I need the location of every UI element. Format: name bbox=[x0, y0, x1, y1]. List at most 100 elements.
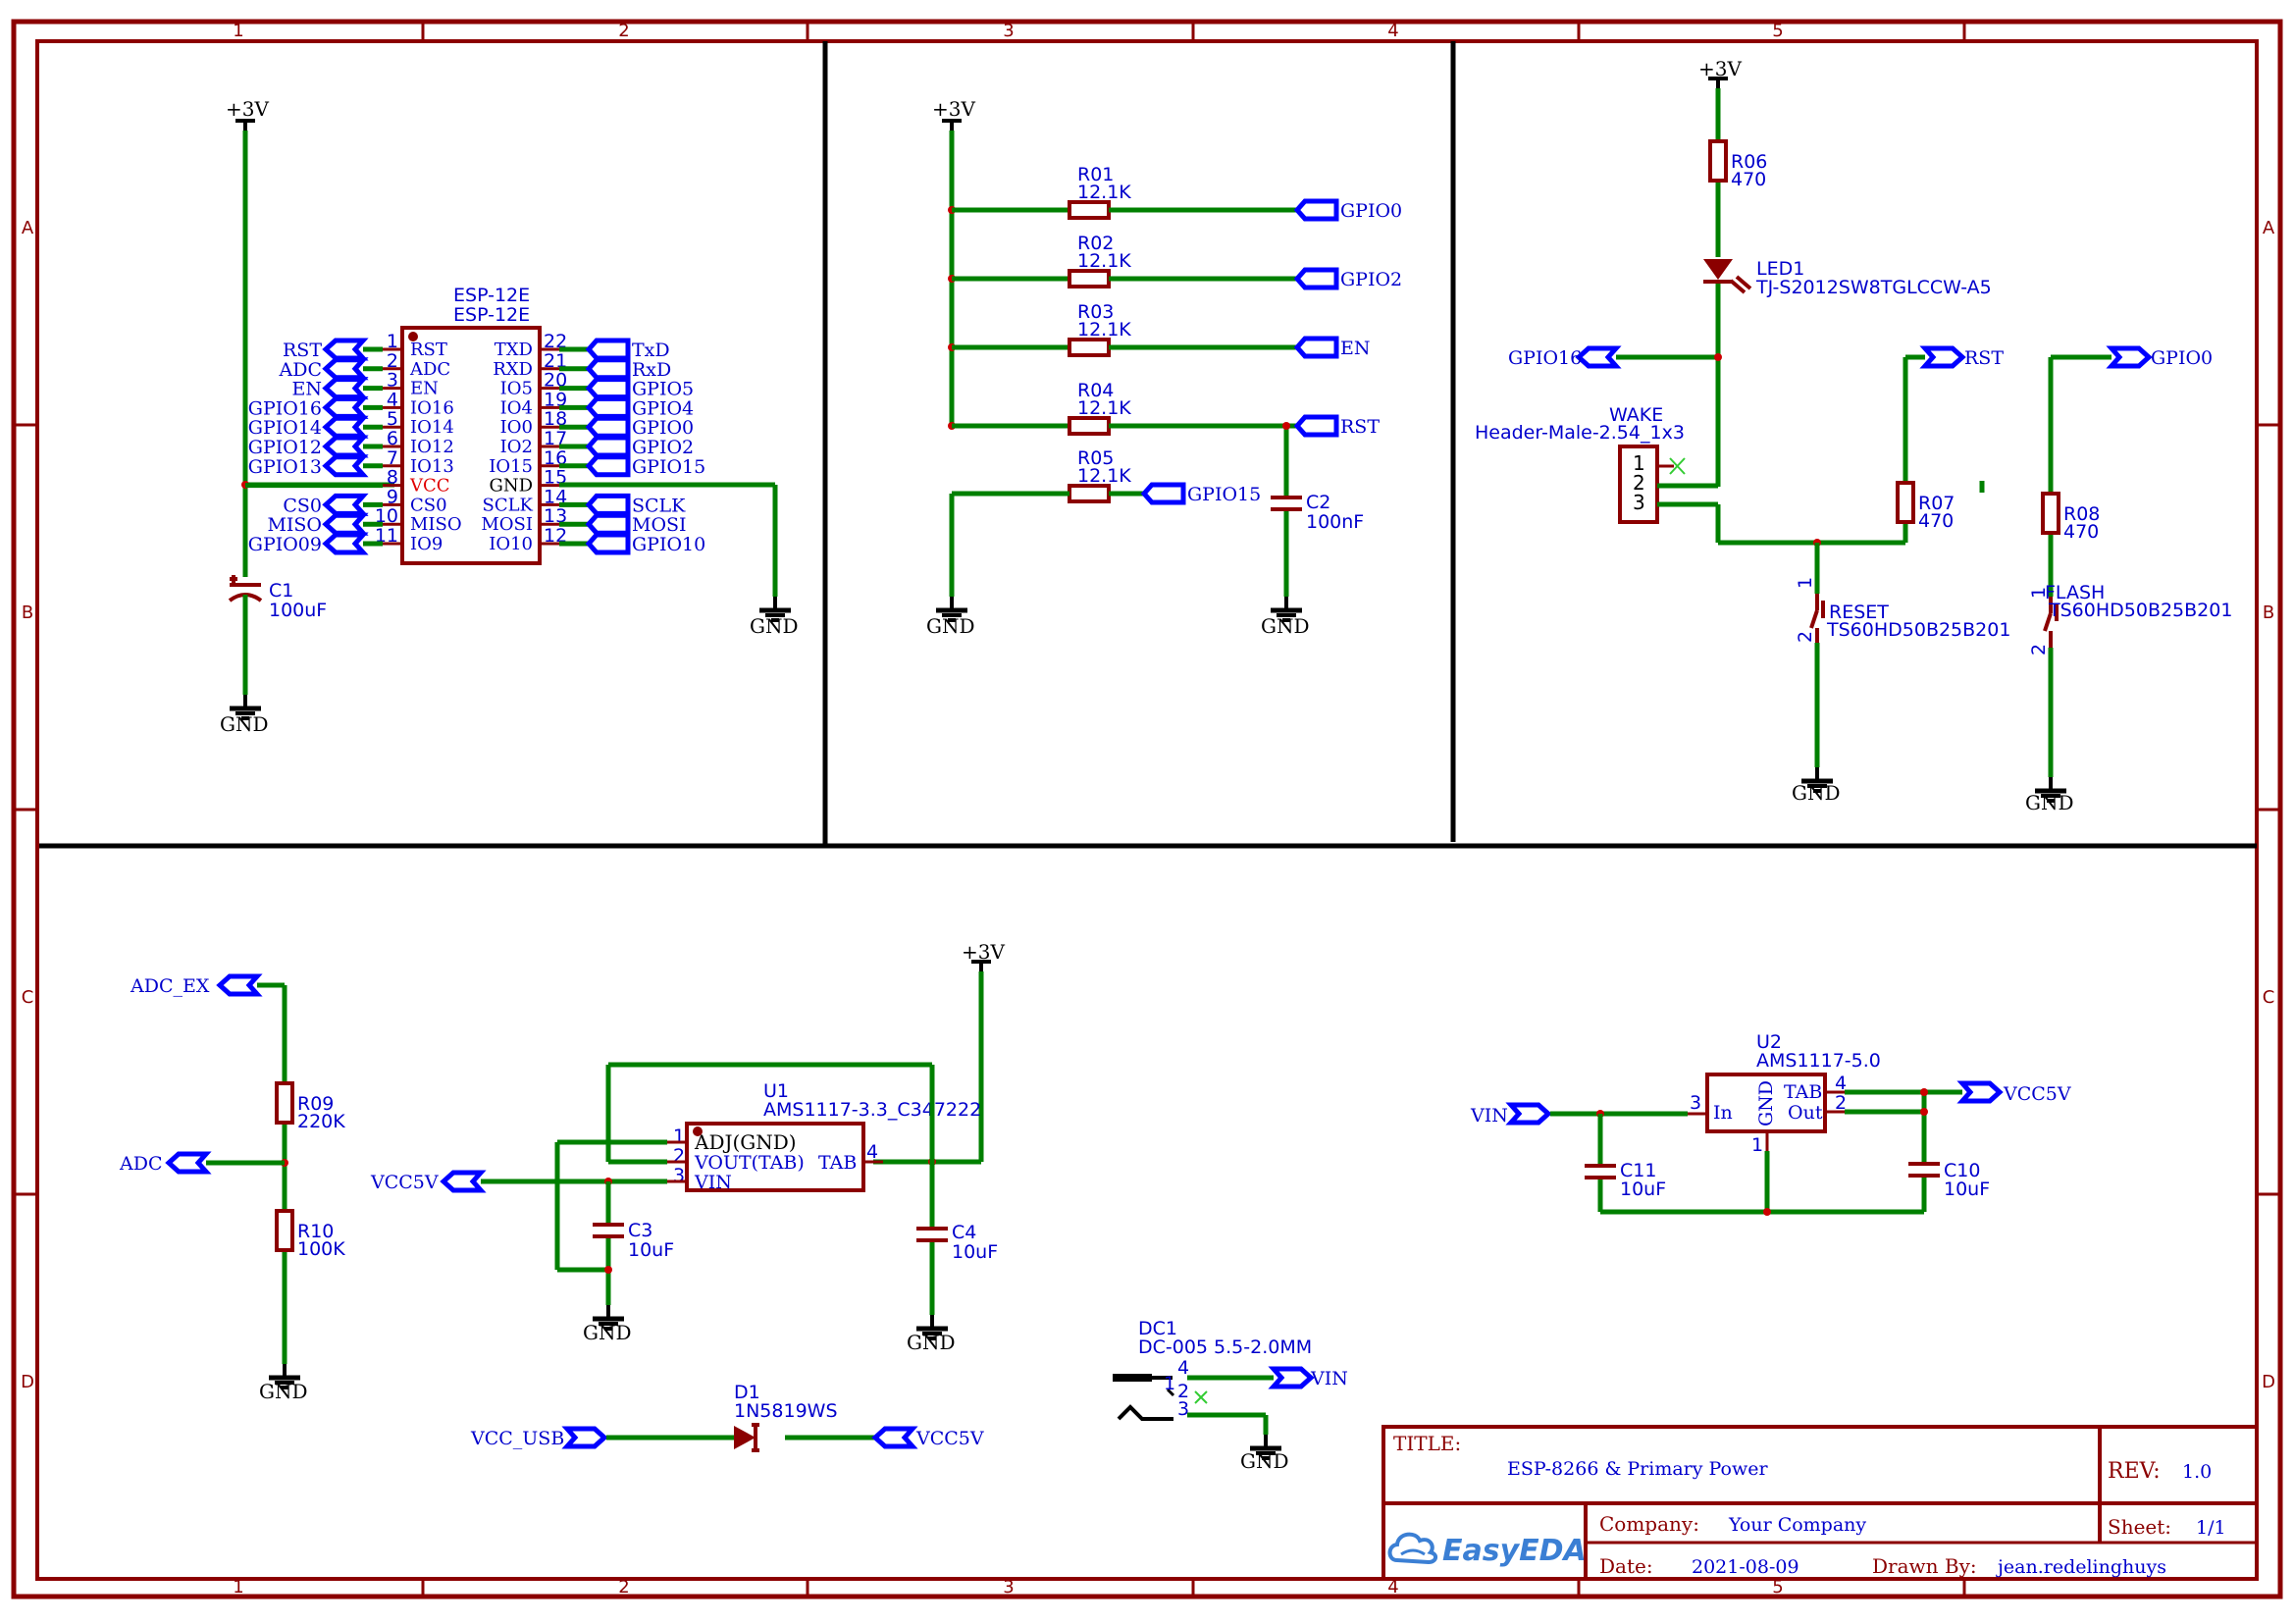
c4-value: 10uF bbox=[952, 1241, 998, 1263]
wake-value: Header-Male-2.54_1x3 bbox=[1475, 422, 1685, 444]
column-label: 1 bbox=[233, 1577, 243, 1598]
company-label: Company: bbox=[1599, 1512, 1699, 1536]
wake-ref: WAKE bbox=[1609, 404, 1663, 426]
net-label: GPIO0 bbox=[1340, 200, 1402, 222]
esp-pin-name: RXD bbox=[493, 359, 533, 380]
u1-value: AMS1117-3.3_C347222 bbox=[763, 1099, 981, 1121]
resistor-r03 bbox=[1068, 338, 1111, 357]
c2-value: 100nF bbox=[1306, 511, 1364, 533]
gnd-label: GND bbox=[1792, 781, 1841, 805]
row-label: C bbox=[2263, 987, 2275, 1008]
u2-regulator-section: VIN U2 AMS1117-5.0 3 In GND 1 TAB Out 4 … bbox=[1470, 1031, 2071, 1216]
esp-pin-name: IO10 bbox=[489, 534, 533, 554]
wake-pin-1: 1 bbox=[1633, 451, 1645, 475]
net-flag bbox=[1293, 336, 1339, 359]
reset-pin-2: 2 bbox=[1795, 631, 1816, 643]
esp-pin-num: 9 bbox=[387, 486, 398, 507]
drawn-by-value: jean.redelinghuys bbox=[1996, 1556, 2166, 1578]
r09-value: 220K bbox=[297, 1111, 345, 1132]
net-label: RxD bbox=[632, 359, 671, 381]
net-label: GPIO0 bbox=[632, 417, 694, 439]
esp-pin-num: 6 bbox=[387, 428, 398, 449]
u2-pin-name: In bbox=[1713, 1102, 1733, 1124]
c11-ref: C11 bbox=[1620, 1160, 1656, 1181]
easyeda-logo: EasyEDA bbox=[1387, 1532, 1587, 1568]
net-flag bbox=[585, 435, 631, 458]
flash-pin-2: 2 bbox=[2028, 644, 2050, 655]
esp-pin-num: 4 bbox=[387, 389, 398, 410]
esp-pin-num: 5 bbox=[387, 408, 398, 430]
r07-ref: R07 bbox=[1918, 493, 1955, 514]
esp-pin-name: IO5 bbox=[500, 379, 533, 399]
power-label: +3V bbox=[1698, 57, 1742, 80]
esp-pin-name: RST bbox=[410, 340, 447, 360]
drawn-by-label: Drawn By: bbox=[1872, 1554, 1977, 1578]
u1-ref: U1 bbox=[763, 1080, 789, 1102]
net-flag bbox=[585, 377, 631, 400]
c11-value: 10uF bbox=[1620, 1179, 1666, 1200]
net-flag bbox=[322, 377, 369, 400]
dc1-value: DC-005 5.5-2.0MM bbox=[1138, 1336, 1312, 1358]
gnd-label: GND bbox=[2025, 791, 2074, 814]
esp-pin-name: IO12 bbox=[410, 437, 454, 457]
c10-value: 10uF bbox=[1944, 1179, 1990, 1200]
section-dividers bbox=[39, 41, 2257, 849]
net-flag bbox=[322, 532, 369, 555]
net-label-vcc5v: VCC5V bbox=[2003, 1083, 2071, 1105]
resistor-ref: R05 bbox=[1077, 447, 1114, 469]
resistor-value: 12.1K bbox=[1077, 319, 1131, 341]
sheet-title: ESP-8266 & Primary Power bbox=[1507, 1458, 1769, 1480]
column-label: 3 bbox=[1003, 21, 1014, 41]
resistor-value: 12.1K bbox=[1077, 182, 1131, 203]
title-label: TITLE: bbox=[1393, 1432, 1461, 1455]
date-value: 2021-08-09 bbox=[1692, 1556, 1799, 1578]
u1-pin-name: VOUT(TAB) bbox=[694, 1152, 805, 1174]
led1-ref: LED1 bbox=[1756, 258, 1804, 280]
net-label: GPIO15 bbox=[1187, 484, 1261, 505]
u1-pin-name: TAB bbox=[818, 1152, 857, 1174]
net-label-gpio0: GPIO0 bbox=[2151, 347, 2213, 369]
gnd-label: GND bbox=[1240, 1449, 1289, 1473]
row-label: C bbox=[22, 987, 34, 1008]
resistor-value: 12.1K bbox=[1077, 250, 1131, 272]
resistor-ref: R02 bbox=[1077, 233, 1114, 254]
esp-pin-name: IO13 bbox=[410, 456, 454, 477]
esp-pin-name: VCC bbox=[409, 476, 450, 497]
esp-value: ESP-12E bbox=[453, 304, 530, 326]
cloud-icon bbox=[1387, 1532, 1437, 1565]
gnd-label: GND bbox=[750, 614, 799, 638]
esp-pin-name: IO9 bbox=[410, 534, 443, 554]
d1-diode-section: VCC_USB D1 1N5819WS VCC5V bbox=[470, 1382, 984, 1452]
net-flag bbox=[322, 338, 369, 361]
net-flag bbox=[585, 512, 631, 536]
net-label: GPIO4 bbox=[632, 397, 694, 419]
net-label: GPIO2 bbox=[632, 437, 694, 458]
column-label: 3 bbox=[1003, 1577, 1014, 1598]
esp-pin-name: TXD bbox=[495, 340, 533, 360]
esp-pin-name: CS0 bbox=[410, 495, 447, 515]
net-label: EN bbox=[1340, 338, 1371, 359]
net-label: SCLK bbox=[632, 495, 686, 516]
net-flag bbox=[1293, 267, 1339, 290]
u2-value: AMS1117-5.0 bbox=[1756, 1050, 1881, 1072]
u1-pin-num: 2 bbox=[673, 1145, 685, 1167]
sheet-label: Sheet: bbox=[2108, 1515, 2171, 1539]
esp-pin-num: 8 bbox=[387, 467, 398, 489]
flash-ref: FLASH bbox=[2045, 582, 2105, 603]
d1-value: 1N5819WS bbox=[734, 1400, 838, 1422]
row-label: A bbox=[2263, 218, 2275, 238]
net-label-vcc5v: VCC5V bbox=[915, 1428, 984, 1449]
dc1-pin: 3 bbox=[1177, 1398, 1189, 1420]
u2-pin-num: 4 bbox=[1835, 1073, 1847, 1094]
resistor-r05 bbox=[1068, 484, 1111, 503]
r09-ref: R09 bbox=[297, 1093, 334, 1115]
gnd-label: GND bbox=[907, 1331, 956, 1354]
led1-diode: LED1 TJ-S2012SW8TGLCCW-A5 bbox=[1703, 258, 1992, 298]
esp-pin-name: IO14 bbox=[410, 417, 454, 438]
esp-pin-num: 1 bbox=[387, 331, 398, 352]
esp-pin-num: 7 bbox=[387, 447, 398, 469]
reset-switch: 1 2 RESET TS60HD50B25B201 bbox=[1795, 577, 2010, 643]
net-label: GPIO13 bbox=[248, 456, 322, 478]
